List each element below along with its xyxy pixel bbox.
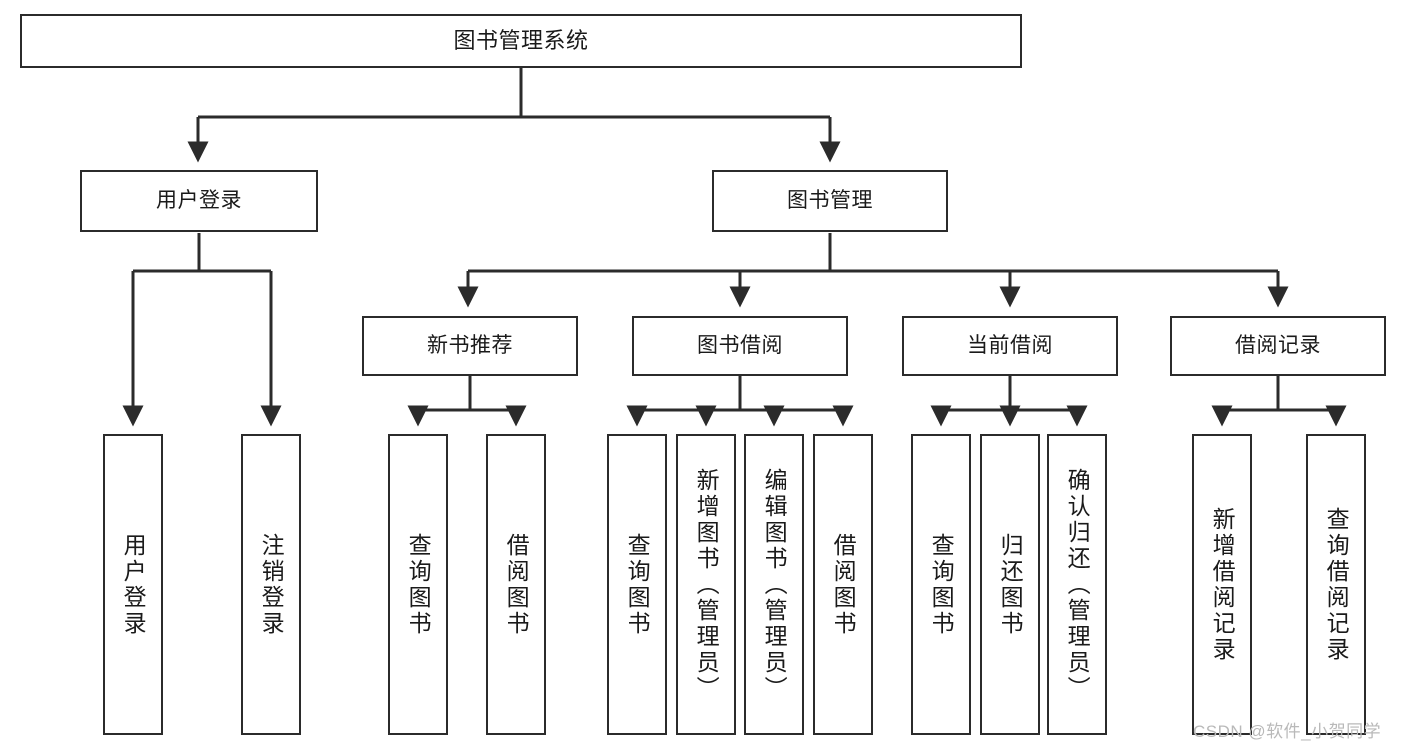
leaf-book-borrow-add-book-admin[interactable]: 新增图书（管理员） [676,434,736,735]
node-label: 图书管理系统 [453,28,589,54]
node-label: 用户登录 [156,188,242,212]
node-label: 新增图书（管理员） [693,467,720,702]
leaf-borrow-record-add-record[interactable]: 新增借阅记录 [1192,434,1252,735]
node-new-book-recommend[interactable]: 新书推荐 [362,316,578,376]
node-label: 当前借阅 [967,333,1053,357]
node-label: 图书管理 [787,188,873,212]
node-label: 查询图书 [624,532,651,637]
node-label: 图书借阅 [697,333,783,357]
node-label: 确认归还（管理员） [1064,467,1091,702]
node-book-management[interactable]: 图书管理 [712,170,948,232]
leaf-user-login-login[interactable]: 用户登录 [103,434,163,735]
leaf-book-borrow-query-book[interactable]: 查询图书 [607,434,667,735]
node-label: 新增借阅记录 [1209,506,1236,663]
node-label: 编辑图书（管理员） [761,467,788,702]
node-label: 归还图书 [997,532,1024,637]
node-label: 用户登录 [120,532,147,637]
leaf-current-borrow-confirm-return-admin[interactable]: 确认归还（管理员） [1047,434,1107,735]
node-borrow-record[interactable]: 借阅记录 [1170,316,1386,376]
leaf-current-borrow-return-book[interactable]: 归还图书 [980,434,1040,735]
node-current-borrow[interactable]: 当前借阅 [902,316,1118,376]
node-user-login[interactable]: 用户登录 [80,170,318,232]
leaf-book-borrow-edit-book-admin[interactable]: 编辑图书（管理员） [744,434,804,735]
node-label: 借阅记录 [1235,333,1321,357]
leaf-new-book-query-book[interactable]: 查询图书 [388,434,448,735]
node-root-book-management-system[interactable]: 图书管理系统 [20,14,1022,68]
node-label: 新书推荐 [427,333,513,357]
node-book-borrow[interactable]: 图书借阅 [632,316,848,376]
node-label: 查询图书 [928,532,955,637]
node-label: 借阅图书 [830,532,857,637]
leaf-borrow-record-query-record[interactable]: 查询借阅记录 [1306,434,1366,735]
node-label: 查询图书 [405,532,432,637]
node-label: 查询借阅记录 [1323,506,1350,663]
node-label: 借阅图书 [503,532,530,637]
csdn-watermark: CSDN @软件_小贺同学 [1193,722,1382,741]
leaf-book-borrow-borrow-book[interactable]: 借阅图书 [813,434,873,735]
leaf-user-login-logout[interactable]: 注销登录 [241,434,301,735]
leaf-new-book-borrow-book[interactable]: 借阅图书 [486,434,546,735]
node-label: 注销登录 [258,532,285,637]
leaf-current-borrow-query-book[interactable]: 查询图书 [911,434,971,735]
